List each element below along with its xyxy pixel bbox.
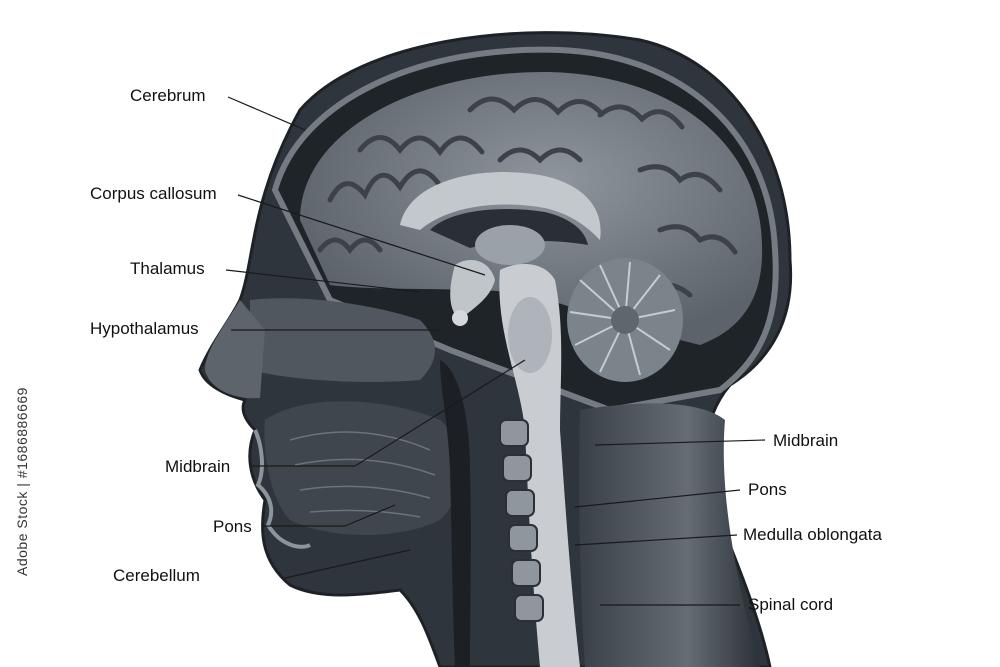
stock-id-watermark: Adobe Stock | #1686886669 bbox=[14, 387, 30, 576]
leader-cerebrum bbox=[227, 96, 306, 131]
leader-lines bbox=[225, 96, 766, 606]
label-midbrain-left: Midbrain bbox=[165, 457, 231, 476]
leader-pons-left-b bbox=[344, 504, 396, 527]
cerebellum-shape bbox=[567, 258, 683, 382]
leader-corpus-callosum bbox=[237, 194, 486, 276]
label-spinal-cord: Spinal cord bbox=[748, 595, 834, 614]
label-hypothalamus: Hypothalamus bbox=[90, 319, 199, 338]
leader-medulla bbox=[574, 534, 738, 546]
leader-thalamus bbox=[225, 269, 421, 293]
label-cerebellum: Cerebellum bbox=[113, 566, 200, 585]
nose-shape bbox=[205, 300, 265, 399]
label-medulla-oblongata: Medulla oblongata bbox=[743, 525, 882, 544]
neck-muscles bbox=[579, 403, 760, 667]
label-pons-left: Pons bbox=[213, 517, 252, 536]
leader-cerebellum bbox=[284, 549, 411, 579]
pituitary-shape bbox=[452, 310, 468, 326]
nasal-cavity bbox=[250, 298, 435, 382]
label-thalamus: Thalamus bbox=[130, 259, 205, 278]
label-pons-right: Pons bbox=[748, 480, 787, 499]
pons-shape bbox=[508, 297, 552, 373]
leader-midbrain-left-b bbox=[354, 359, 526, 467]
leader-pons-right bbox=[574, 489, 741, 508]
oral-tongue bbox=[264, 401, 463, 535]
cervical-vertebrae bbox=[499, 419, 544, 622]
lips-shape bbox=[253, 429, 311, 549]
corpus-callosum-shape bbox=[400, 172, 601, 240]
pharynx-shape bbox=[440, 360, 471, 667]
label-cerebrum: Cerebrum bbox=[130, 86, 206, 105]
label-corpus-callosum: Corpus callosum bbox=[90, 184, 217, 203]
thalamus-shape bbox=[475, 225, 545, 265]
leader-midbrain-right bbox=[594, 439, 766, 446]
label-midbrain-right: Midbrain bbox=[773, 431, 839, 450]
